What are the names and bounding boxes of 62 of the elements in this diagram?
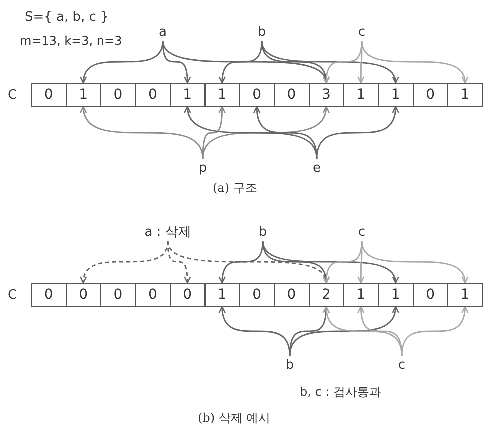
- array-cell: 0: [170, 283, 206, 307]
- array-cell: 1: [204, 83, 240, 107]
- element-label: a : 삭제: [138, 225, 198, 239]
- array-cell: 0: [100, 283, 136, 307]
- array-cell: 0: [100, 83, 136, 107]
- element-label: c: [395, 358, 409, 372]
- arrow: [81, 40, 164, 84]
- element-label: b: [256, 225, 270, 239]
- set-definition: S={ a, b, c }: [25, 10, 109, 25]
- array-cell: 0: [66, 283, 102, 307]
- element-label: a: [156, 25, 170, 39]
- arrow: [401, 306, 468, 356]
- array-cell: 0: [31, 283, 67, 307]
- arrow: [323, 240, 363, 284]
- arrow: [261, 40, 398, 84]
- arrow: [185, 106, 318, 160]
- array-cell: 0: [239, 283, 275, 307]
- arrow: [81, 106, 204, 160]
- arrow: [324, 306, 403, 356]
- array-cell: 0: [274, 83, 310, 107]
- arrow: [220, 306, 291, 356]
- arrow: [323, 40, 363, 84]
- parameter-text: m=13, k=3, n=3: [20, 34, 122, 48]
- array-cell: 1: [378, 283, 414, 307]
- array-cell: 0: [274, 283, 310, 307]
- element-label: b: [283, 358, 297, 372]
- arrow: [254, 106, 318, 160]
- element-label: b: [255, 25, 269, 39]
- array-cell: 2: [308, 283, 344, 307]
- element-label: c: [355, 225, 369, 239]
- array-name: C: [8, 288, 18, 303]
- array-cell: 0: [31, 83, 67, 107]
- arrow: [316, 106, 399, 160]
- array-cell: 3: [308, 83, 344, 107]
- arrow: [289, 306, 398, 356]
- arrow: [361, 40, 468, 84]
- array-cell: 1: [343, 83, 379, 107]
- arrow: [262, 240, 398, 284]
- array-cell: 1: [343, 283, 379, 307]
- caption: (b) 삭제 예시: [198, 410, 271, 427]
- array-cell: 0: [135, 283, 171, 307]
- arrow: [219, 240, 264, 284]
- array-name: C: [8, 88, 18, 103]
- array-cell: 0: [239, 83, 275, 107]
- array-cell: 1: [447, 83, 483, 107]
- arrow: [361, 240, 468, 284]
- array-cell: 0: [412, 83, 448, 107]
- array-cell: 0: [412, 283, 448, 307]
- result-note: b, c : 검사통과: [300, 384, 382, 401]
- array-cell: 1: [378, 83, 414, 107]
- caption: (a) 구조: [213, 180, 258, 197]
- element-label: p: [196, 161, 210, 175]
- array-cell: 0: [135, 83, 171, 107]
- array-cell: 1: [447, 283, 483, 307]
- arrow: [219, 40, 263, 84]
- array-cell: 1: [170, 83, 206, 107]
- arrow: [358, 306, 403, 356]
- element-label: c: [355, 25, 369, 39]
- array-cell: 1: [204, 283, 240, 307]
- arrow: [81, 240, 169, 284]
- array-cell: 1: [66, 83, 102, 107]
- element-label: e: [310, 161, 324, 175]
